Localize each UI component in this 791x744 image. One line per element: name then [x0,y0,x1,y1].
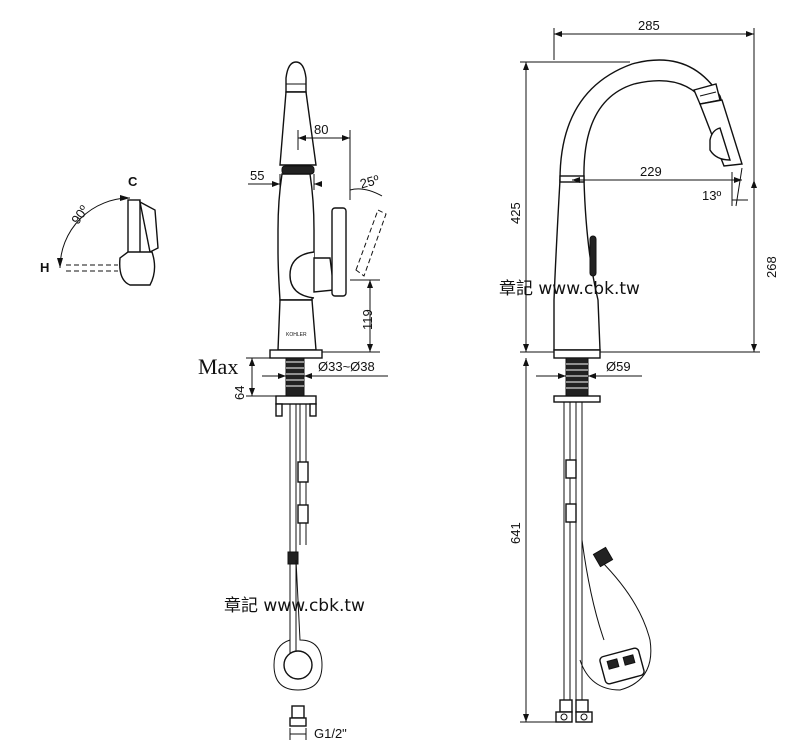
faucet-lower-body [277,299,317,351]
handle-joint [313,257,335,293]
threaded-shank [285,357,305,397]
watermark-top: 章記 www.cbk.tw [499,279,640,299]
rotation-angle-label: 90º [68,202,91,227]
watermark-bottom: 章記 www.cbk.tw [224,596,365,616]
base-plate-side [553,349,601,359]
bottom-connector [291,705,305,719]
brand-mark: KOHLER [286,332,307,338]
spray-hose-loop [579,559,652,691]
spray-face [281,165,315,175]
arrow-head-h [57,258,63,268]
spray-angle-label: 13º [702,188,721,203]
spray-reach-label: 229 [640,164,662,179]
faucet-body-side [553,179,601,351]
max-label: Max [198,354,238,379]
connector-left [555,711,573,723]
front-view: KOHLER G1/2" [198,61,388,741]
base-plate [269,349,323,359]
connector-right [575,711,593,723]
handle-lever-front [331,207,347,297]
handle-angle-label: 25º [358,172,381,192]
hose-end [592,546,614,568]
hose-clip [297,461,309,483]
hole-diameter-label: Ø33~Ø38 [318,359,375,374]
spray-hose [581,539,605,641]
mounting-nut-side [553,395,601,403]
spout-reach-label: 80 [314,122,328,137]
hose-length-label: 641 [508,522,523,544]
hose-weight [283,650,313,680]
spray-head-cap [285,61,307,93]
handle-rotation-view: C H 90º [40,174,159,286]
right-view: 285 425 229 13º 268 Ø59 6 [499,18,779,723]
spray-width-label: 55 [250,168,264,183]
base-diameter-label: Ø59 [606,359,631,374]
handle-lever [139,200,159,254]
hose-connector [287,551,299,565]
spray-head [279,91,317,166]
base-to-handle-label: 119 [360,309,375,330]
hose-weight-side [599,647,645,685]
handle-upright [127,199,141,259]
cold-label: C [128,174,138,189]
deck-thickness-label: 64 [232,386,247,400]
handle-lever-rotated [355,209,387,277]
height-to-spout-label: 425 [508,202,523,224]
spout-clearance-label: 268 [764,256,779,278]
handle-side [589,235,597,277]
rotation-arc [59,197,131,269]
handle-base [119,251,156,286]
mounting-nut [275,395,317,405]
connection-label: G1/2" [314,726,347,741]
handle-hub [289,251,315,299]
total-reach-label: 285 [638,18,660,33]
hose-loop [273,559,323,691]
hot-label: H [40,260,49,275]
arrow-head-c [120,195,130,201]
